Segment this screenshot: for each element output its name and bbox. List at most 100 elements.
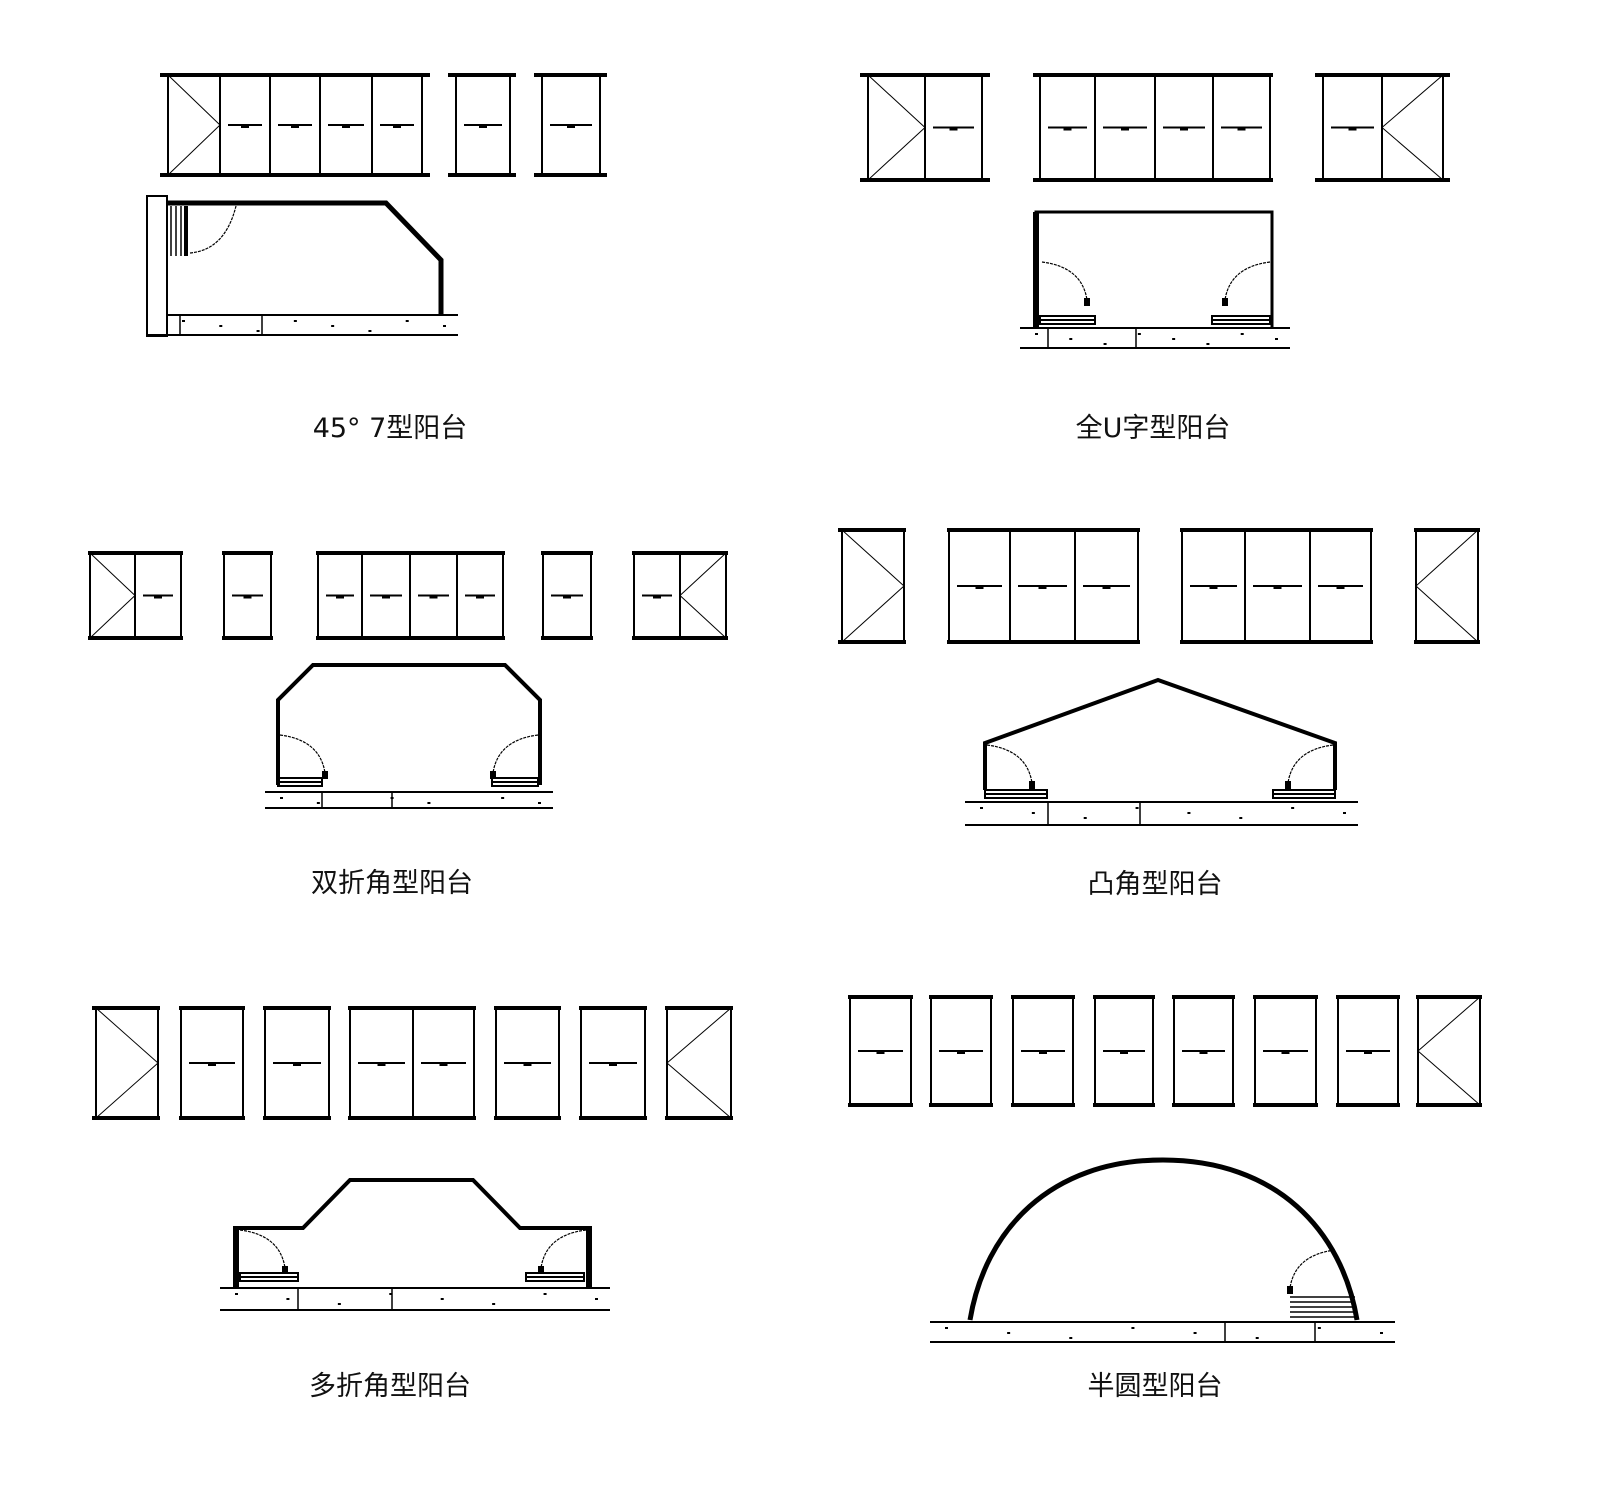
balcony-outline — [276, 663, 542, 785]
handle-icon — [393, 124, 401, 128]
handle-icon — [1348, 126, 1357, 131]
handle-icon — [377, 1062, 386, 1066]
door-leaf — [322, 771, 328, 779]
ground-speck — [427, 802, 431, 804]
ground-speck — [405, 320, 409, 322]
handle-icon — [291, 124, 299, 128]
ground-speck — [316, 802, 320, 804]
door-leaf — [1222, 298, 1228, 306]
handle-icon — [293, 1062, 301, 1066]
handle-icon — [1237, 126, 1246, 131]
ground-speck — [235, 1293, 238, 1295]
ground-speck — [390, 797, 394, 799]
ground-speck — [538, 802, 541, 804]
handle-icon — [1063, 126, 1072, 131]
label-u-balcony: 全U字型阳台 — [1075, 413, 1231, 444]
hinge-mark — [1381, 127, 1444, 181]
ground-speck — [1317, 1327, 1321, 1329]
hinge-mark — [1415, 529, 1479, 587]
ground-speck — [1131, 1327, 1135, 1329]
ground-speck — [1291, 807, 1295, 809]
ground-speck — [293, 320, 297, 322]
ground-speck — [1031, 812, 1035, 814]
hinge-mark — [167, 74, 221, 126]
handle-icon — [653, 594, 661, 599]
balcony-outline — [1034, 210, 1274, 328]
hinge-mark — [679, 552, 727, 596]
door-leaf — [1287, 1286, 1293, 1294]
ground-speck — [256, 330, 260, 332]
door-swing-arc — [1287, 744, 1334, 784]
ground-speck — [1172, 338, 1176, 340]
door-leaf — [282, 1266, 288, 1274]
ground-speck — [368, 330, 372, 332]
door-swing-arc — [1041, 261, 1088, 301]
hinge-mark — [666, 1007, 732, 1064]
door-leaf — [1029, 781, 1035, 789]
handle-icon — [949, 126, 958, 131]
hinge-mark — [1415, 585, 1479, 643]
door-swing-arc — [1289, 1249, 1336, 1289]
hinge-mark — [867, 127, 926, 181]
hinge-mark — [95, 1062, 159, 1119]
door-swing-arc — [1224, 261, 1271, 301]
ground-speck — [219, 325, 223, 327]
ground-speck — [1255, 1337, 1259, 1339]
ground-speck — [543, 1293, 547, 1295]
ground-speck — [286, 1298, 290, 1300]
door-swing-arc — [540, 1229, 587, 1269]
ground-speck — [337, 1303, 341, 1305]
hinge-mark — [167, 124, 221, 176]
ground-speck — [1035, 333, 1038, 335]
ground-speck — [1240, 333, 1244, 335]
handle-icon — [1038, 585, 1047, 589]
handle-icon — [439, 1062, 448, 1066]
handle-icon — [567, 124, 575, 128]
handle-icon — [957, 1050, 965, 1054]
ground-speck — [1137, 333, 1141, 335]
ground-speck — [980, 807, 983, 809]
ground-speck — [1187, 812, 1191, 814]
ground-speck — [1069, 1337, 1073, 1339]
handle-icon — [1120, 1050, 1128, 1054]
balcony-outline — [967, 1157, 1360, 1321]
hinge-mark — [1381, 74, 1444, 128]
label-multi-fold-balcony: 多折角型阳台 — [309, 1371, 471, 1402]
ground-speck — [1103, 343, 1107, 345]
handle-icon — [563, 594, 571, 599]
door-leaf — [538, 1266, 544, 1274]
handle-icon — [382, 594, 390, 599]
balcony-outline — [167, 200, 444, 315]
ground-speck — [595, 1298, 598, 1300]
handle-icon — [342, 124, 350, 128]
ground-speck — [1135, 807, 1139, 809]
ground-speck — [440, 1298, 444, 1300]
handle-icon — [243, 594, 252, 599]
door-swing-arc — [492, 734, 539, 774]
handle-icon — [1180, 126, 1188, 131]
ground-speck — [492, 1303, 496, 1305]
handle-icon — [1121, 126, 1129, 131]
ground-speck — [389, 1293, 393, 1295]
handle-icon — [1273, 585, 1282, 589]
ground-speck — [1239, 817, 1243, 819]
door-swing-arc — [986, 744, 1033, 784]
hinge-mark — [89, 552, 136, 596]
ground-speck — [1343, 812, 1346, 814]
ground-speck — [501, 797, 505, 799]
door-leaf — [1285, 781, 1291, 789]
handle-icon — [1039, 1050, 1047, 1054]
hinge-mark — [841, 585, 905, 643]
handle-icon — [208, 1062, 216, 1066]
ground-speck — [1193, 1332, 1197, 1334]
ground-speck — [182, 320, 185, 322]
handle-icon — [975, 585, 984, 589]
wall-column — [146, 195, 168, 337]
ground-speck — [945, 1327, 948, 1329]
handle-icon — [429, 594, 438, 599]
hinge-mark — [666, 1062, 732, 1119]
handle-icon — [1199, 1050, 1208, 1054]
ground-speck — [1007, 1332, 1011, 1334]
door-swing-arc — [239, 1229, 286, 1269]
hinge-mark — [867, 74, 926, 128]
